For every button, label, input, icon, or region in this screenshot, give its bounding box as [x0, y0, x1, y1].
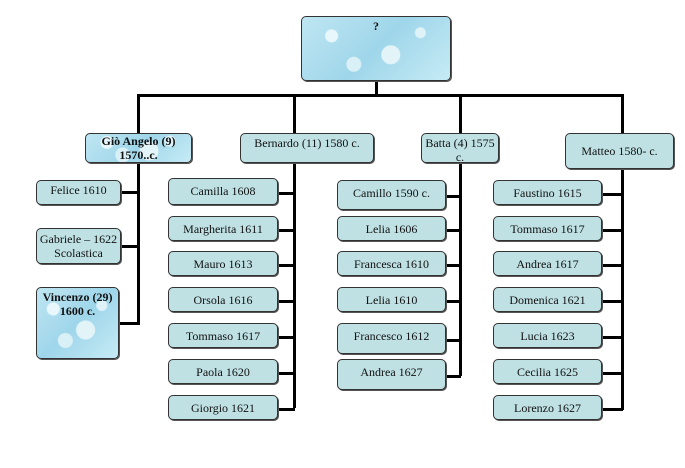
connector-line [602, 193, 623, 196]
connector-line [602, 300, 623, 303]
child-node[interactable]: Gabriele – 1622 Scolastica [36, 228, 121, 264]
connector-line [278, 192, 295, 195]
child-node[interactable]: Tommaso 1617 [493, 216, 602, 241]
connector-line [602, 408, 623, 411]
child-node[interactable]: Francesco 1612 [337, 323, 446, 354]
connector-line [121, 191, 140, 194]
connector-line [278, 408, 295, 411]
connector-line [446, 300, 461, 303]
branch-node-bernardo[interactable]: Bernardo (11) 1580 c. [240, 133, 374, 163]
child-node[interactable]: Andrea 1617 [493, 251, 602, 276]
connector-line [446, 339, 461, 342]
connector-line [278, 229, 295, 232]
connector-line [446, 375, 461, 378]
child-node[interactable]: Camillo 1590 c. [337, 180, 446, 210]
connector-line [602, 264, 623, 267]
connector-line [602, 229, 623, 232]
child-node[interactable]: Margherita 1611 [168, 216, 278, 241]
child-node[interactable]: Paola 1620 [168, 359, 278, 384]
child-node[interactable]: Domenica 1621 [493, 287, 602, 312]
connector-line [278, 372, 295, 375]
branch-node-matteo[interactable]: Matteo 1580- c. [565, 133, 674, 169]
connector-line [119, 322, 140, 325]
child-node[interactable]: Orsola 1616 [168, 287, 278, 312]
child-node[interactable]: Mauro 1613 [168, 251, 278, 276]
child-node[interactable]: Vincenzo (29) 1600 c. [36, 287, 119, 359]
connector-line [278, 264, 295, 267]
child-node[interactable]: Lelia 1606 [337, 216, 446, 241]
connector-line [137, 94, 140, 324]
connector-line [446, 195, 461, 198]
connector-line [602, 372, 623, 375]
child-node[interactable]: Tommaso 1617 [168, 323, 278, 348]
connector-line [137, 94, 624, 97]
root-node[interactable]: ? [301, 16, 451, 81]
connector-line [293, 94, 296, 408]
connector-line [446, 264, 461, 267]
connector-line [602, 336, 623, 339]
child-node[interactable]: Andrea 1627 [337, 359, 446, 390]
connector-line [375, 80, 378, 96]
branch-node-batta[interactable]: Batta (4) 1575 c. [421, 133, 499, 164]
child-node[interactable]: Giorgio 1621 [168, 395, 278, 420]
connector-line [459, 94, 462, 376]
child-node[interactable]: Francesca 1610 [337, 251, 446, 276]
child-node[interactable]: Felice 1610 [36, 180, 121, 205]
child-node[interactable]: Lelia 1610 [337, 287, 446, 312]
connector-line [621, 94, 624, 410]
connector-line [446, 229, 461, 232]
branch-node-gio-angelo[interactable]: Giò Angelo (9) 1570..c. [85, 133, 192, 163]
connector-line [278, 300, 295, 303]
child-node[interactable]: Faustino 1615 [493, 180, 602, 205]
connector-line [278, 336, 295, 339]
child-node[interactable]: Cecilia 1625 [493, 359, 602, 384]
connector-line [121, 245, 140, 248]
child-node[interactable]: Camilla 1608 [168, 178, 278, 205]
child-node[interactable]: Lucia 1623 [493, 323, 602, 348]
child-node[interactable]: Lorenzo 1627 [493, 395, 602, 420]
